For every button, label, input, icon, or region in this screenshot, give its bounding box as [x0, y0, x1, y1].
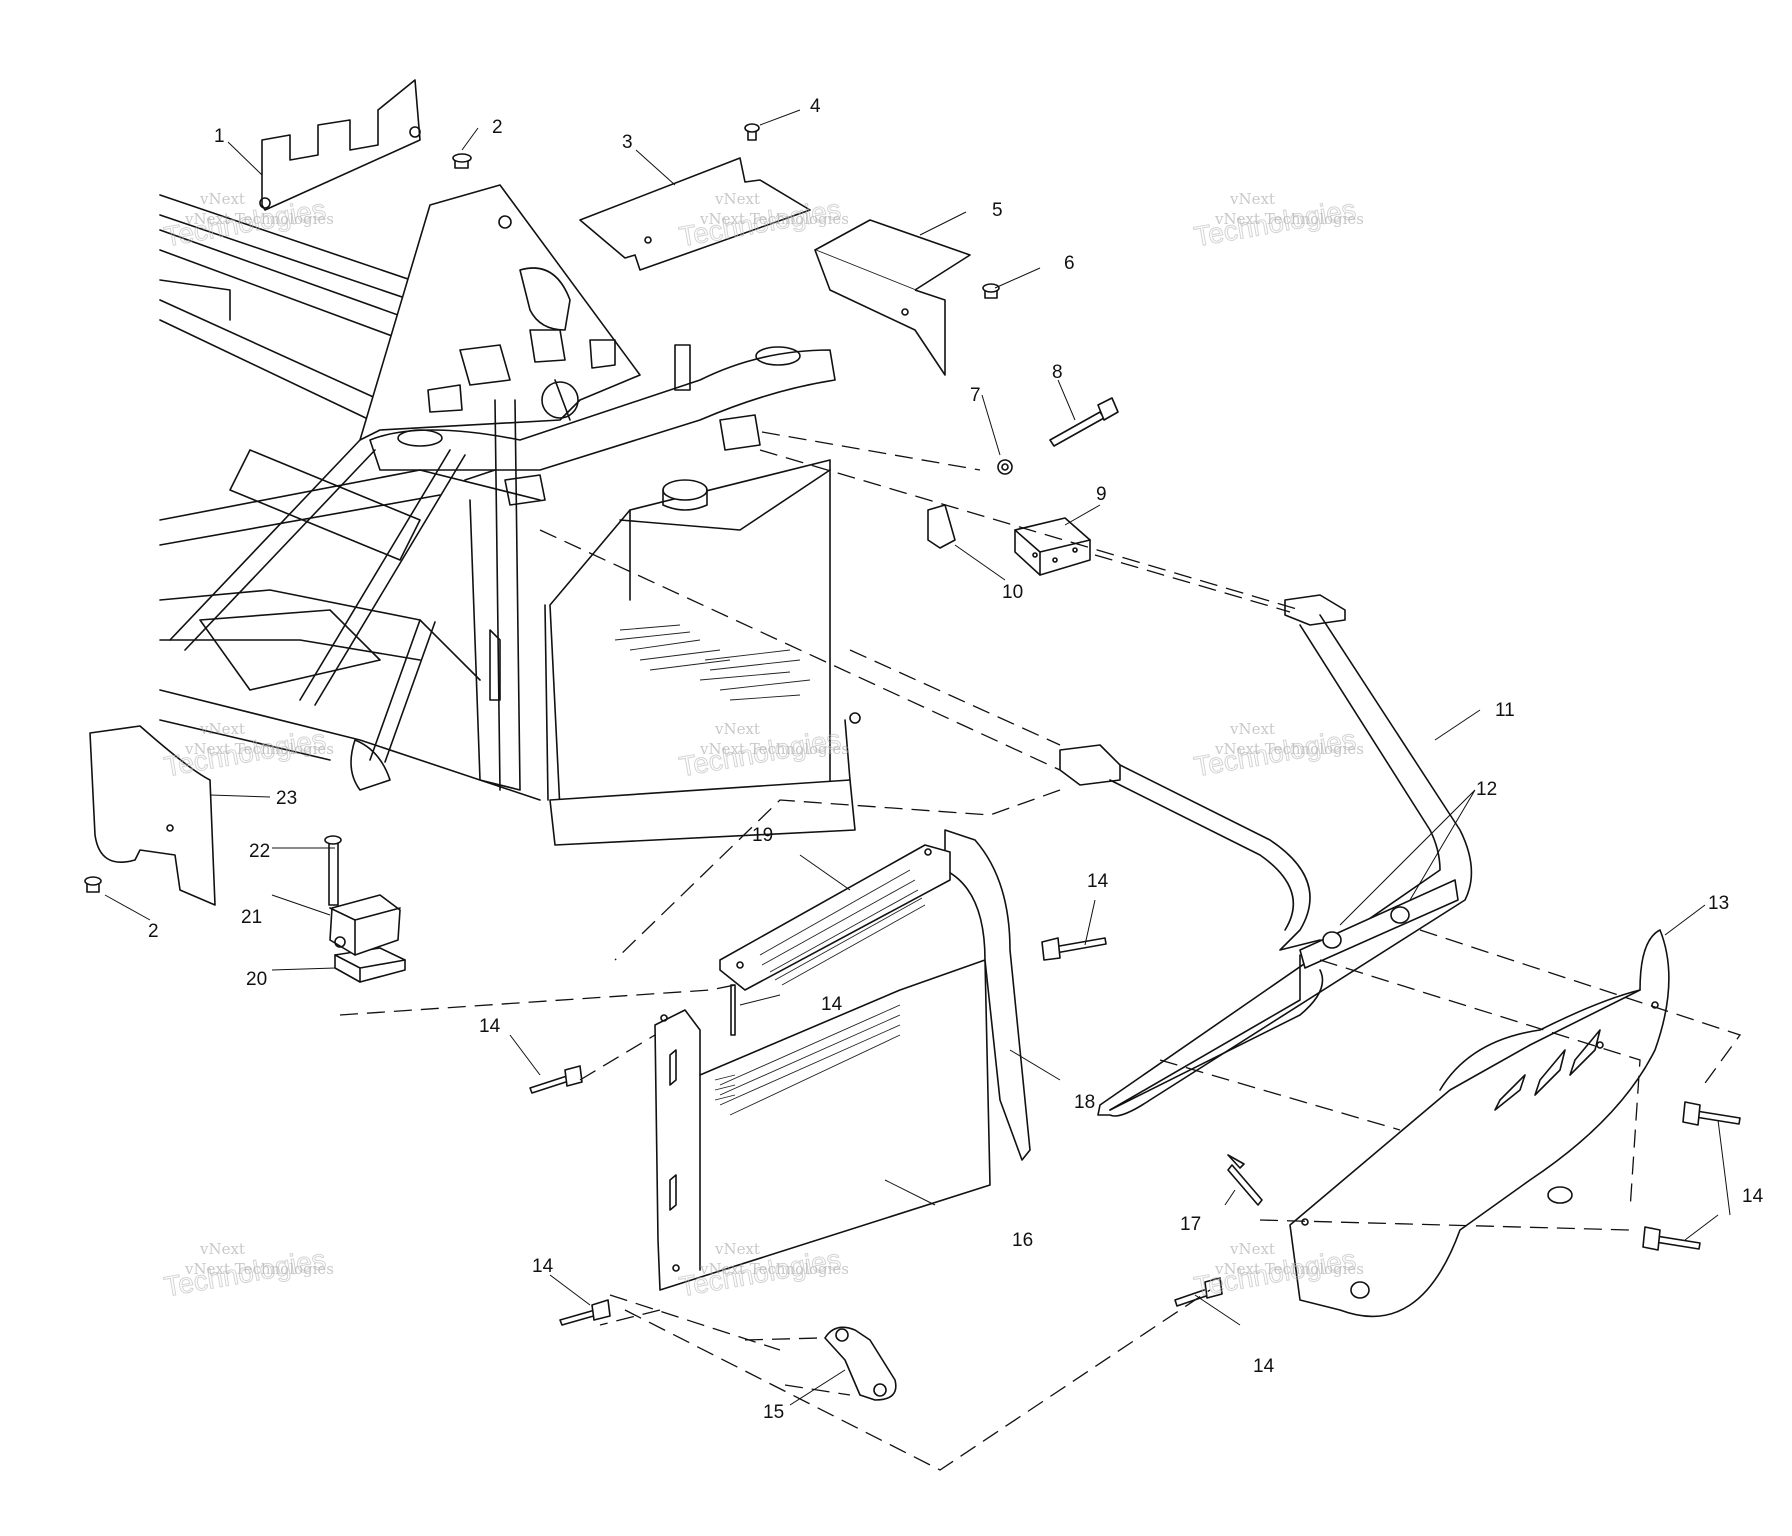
watermark-text: vNext — [1229, 190, 1275, 208]
watermark-text: vNext — [714, 190, 760, 208]
rivets-and-links — [529, 937, 1741, 1401]
leader-lines — [104, 109, 1742, 1471]
callout-2b: 2 — [148, 921, 159, 942]
watermark-7: vNext vNext Technologies Technologies — [161, 1240, 334, 1303]
callout-4: 4 — [810, 96, 821, 117]
callout-16: 16 — [1012, 1230, 1033, 1251]
watermark-text: vNext — [714, 1240, 760, 1258]
callout-14e: 14 — [1742, 1186, 1764, 1207]
part-1-bracket — [259, 79, 421, 211]
callout-19: 19 — [752, 825, 773, 846]
callout-8: 8 — [1052, 362, 1063, 383]
callout-11: 11 — [1495, 700, 1515, 721]
watermark-text: vNext Technologies — [1214, 210, 1364, 228]
callout-17: 17 — [1180, 1214, 1201, 1235]
callout-14a: 14 — [1087, 871, 1109, 892]
part-13-skid-plate — [1289, 929, 1670, 1318]
watermark-1: vNext vNext Technologies Technologies — [161, 190, 334, 253]
chassis-frame — [159, 184, 836, 801]
callout-13: 13 — [1708, 893, 1729, 914]
callout-22: 22 — [249, 841, 270, 862]
callout-10: 10 — [1002, 582, 1023, 603]
callout-20: 20 — [246, 969, 267, 990]
hardware-mid — [927, 397, 1119, 576]
watermark-4: vNext vNext Technologies Technologies — [161, 720, 334, 783]
part-16-18-19-shroud — [654, 829, 1031, 1291]
callout-14f: 14 — [1253, 1356, 1275, 1377]
watermark-text: vNext — [1229, 1240, 1275, 1258]
watermark-text: vNext Technologies — [184, 740, 334, 758]
part-20-23-left-parts — [84, 725, 406, 983]
part-5-angle-bracket — [814, 219, 971, 376]
watermark-text: vNext — [714, 720, 760, 738]
watermark-3: vNext vNext Technologies Technologies — [1191, 190, 1364, 253]
watermark-6: vNext vNext Technologies Technologies — [1191, 720, 1364, 783]
callout-14c: 14 — [479, 1016, 501, 1037]
part-11-bumper — [1059, 594, 1473, 1117]
watermark-text: vNext Technologies — [699, 210, 849, 228]
watermark-text: vNext — [199, 720, 245, 738]
watermark-text: vNext — [1229, 720, 1275, 738]
watermark-text: vNext — [199, 190, 245, 208]
watermark-text: vNext Technologies — [1214, 740, 1364, 758]
callout-2: 2 — [492, 117, 503, 138]
callout-9: 9 — [1096, 484, 1107, 505]
callout-3: 3 — [622, 132, 633, 153]
callout-23: 23 — [276, 788, 297, 809]
watermark-text: vNext Technologies — [184, 1260, 334, 1278]
callout-15: 15 — [763, 1402, 784, 1423]
watermark-text: vNext — [199, 1240, 245, 1258]
callout-7: 7 — [970, 385, 981, 406]
callout-21: 21 — [241, 907, 262, 928]
fasteners-top — [452, 123, 1000, 299]
callout-14d: 14 — [532, 1256, 554, 1277]
callout-18: 18 — [1074, 1092, 1095, 1113]
callout-6: 6 — [1064, 253, 1075, 274]
watermark-text: vNext Technologies — [699, 740, 849, 758]
callout-14b: 14 — [821, 994, 843, 1015]
watermark-text: vNext Technologies — [699, 1260, 849, 1278]
watermark-text: vNext Technologies — [1214, 1260, 1364, 1278]
watermark-text: vNext Technologies — [184, 210, 334, 228]
callout-5: 5 — [992, 200, 1003, 221]
callout-labels: 1 2 3 4 5 6 7 8 9 10 11 12 13 14 14 14 1… — [148, 96, 1764, 1423]
callout-1: 1 — [214, 126, 225, 147]
part-3-pad — [579, 157, 811, 271]
radiator — [544, 459, 861, 846]
callout-12: 12 — [1476, 779, 1497, 800]
